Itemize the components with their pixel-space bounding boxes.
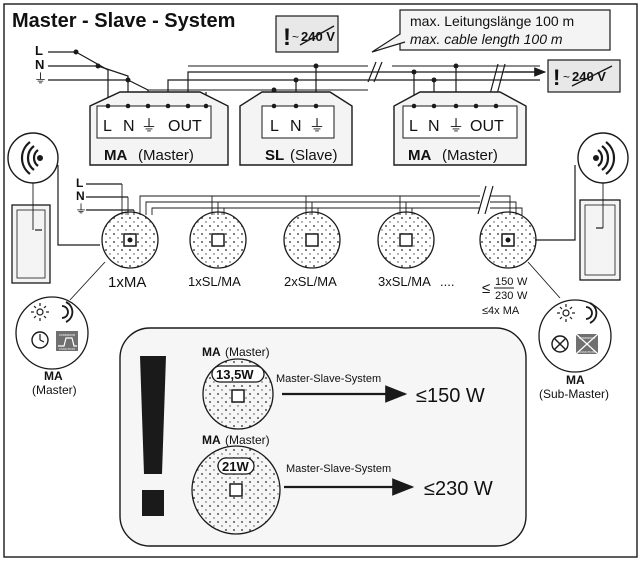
lamp-bus-wires — [86, 183, 523, 215]
limit-unit-bottom: W — [517, 290, 528, 302]
module-slave: L N ⏚ SL (Slave) — [239, 91, 353, 166]
le-symbol: ≤ — [482, 280, 490, 297]
lamp-4 — [377, 211, 435, 269]
module-code: MA — [104, 147, 127, 164]
submaster-settings-panel: CORRIDOR FUNCTION MA (Sub-Master) — [527, 261, 612, 401]
terminal-n: N — [290, 118, 302, 135]
module-code: SL — [265, 147, 284, 164]
example-2-power: 21W — [222, 459, 249, 474]
lamp-label-1: 1xMA — [108, 274, 146, 291]
corridor-text-1: CORRIDOR — [579, 336, 596, 340]
lamp-3 — [283, 211, 341, 269]
module-role: (Master) — [138, 147, 194, 164]
example-2: MA (Master) 21W Master-Slave-System ≤230… — [191, 433, 493, 535]
master-settings-panel: CORRIDOR FUNCTION MA (Master) — [15, 261, 106, 397]
door-icon — [579, 199, 621, 281]
door-icon — [11, 204, 51, 284]
example-2-role: (Master) — [225, 433, 270, 447]
submaster-code: MA — [566, 373, 585, 387]
ellipsis-label: .... — [440, 274, 454, 289]
example-1-power: 13,5W — [216, 367, 254, 382]
lamp-label-3: 2xSL/MA — [284, 274, 337, 289]
terminal-l: L — [409, 118, 418, 135]
tilde-label: ~ — [292, 30, 299, 44]
master-code: MA — [44, 369, 63, 383]
lamp-bus-l-label: L — [76, 176, 83, 190]
limit-unit-top: W — [517, 276, 528, 288]
examples-panel — [119, 327, 527, 547]
brightness-icon — [557, 304, 575, 322]
right-sensor-group — [535, 132, 629, 281]
example-1-system: Master-Slave-System — [276, 373, 381, 385]
terminal-out: OUT — [168, 118, 202, 135]
voltage-warning-top: ! ~ 240 V — [275, 15, 339, 53]
lamp-label-2: 1xSL/MA — [188, 274, 241, 289]
limit-numerator: 150 — [495, 276, 513, 288]
terminal-n: N — [123, 118, 135, 135]
terminal-earth-icon: ⏚ — [309, 117, 325, 135]
left-sensor-group — [7, 132, 100, 284]
lamp-label-4: 3xSL/MA — [378, 274, 431, 289]
lamp-1 — [101, 211, 159, 269]
module-master-right: L N ⏚ OUT MA (Master) — [393, 91, 527, 166]
corridor-text-2: FUNCTION — [579, 350, 595, 354]
timer-icon — [31, 331, 49, 349]
outer-frame — [3, 3, 638, 558]
limit-denominator: 230 — [495, 290, 513, 302]
example-1-limit: ≤150 W — [416, 385, 485, 407]
voltage-warning-right: ! ~ 240 V — [547, 59, 621, 93]
cable-note-de: max. Leitungslänge 100 m — [410, 13, 574, 29]
mains-l-label: L — [35, 43, 43, 58]
big-exclamation-icon — [140, 356, 166, 516]
cable-note-en: max. cable length 100 m — [410, 31, 563, 47]
earth-icon: ⏚ — [34, 71, 47, 86]
example-1: MA (Master) 13,5W Master-Slave-System ≤1… — [202, 345, 485, 430]
brightness-icon — [31, 303, 49, 321]
cable-length-note: max. Leitungslänge 100 m max. cable leng… — [371, 9, 611, 53]
module-code: MA — [408, 147, 431, 164]
corridor-text-1: CORRIDOR — [59, 333, 76, 337]
terminal-out: OUT — [470, 118, 504, 135]
max-master-label: ≤4x MA — [482, 305, 520, 317]
earth-icon: ⏚ — [75, 202, 87, 216]
diagram-title: Master - Slave - System — [12, 10, 235, 32]
tilde-label: ~ — [563, 70, 570, 84]
junction-dots — [73, 49, 459, 93]
terminal-earth-icon: ⏚ — [448, 117, 464, 135]
lamp-2 — [189, 211, 247, 269]
terminal-n: N — [428, 118, 440, 135]
strike-icon — [571, 65, 613, 87]
mains-n-label: N — [35, 57, 44, 72]
module-role: (Master) — [442, 147, 498, 164]
terminal-l: L — [270, 118, 279, 135]
exclamation-mark-icon: ! — [553, 65, 560, 90]
corridor-text-2: FUNCTION — [59, 347, 75, 351]
sensor-range-icon — [61, 301, 74, 323]
master-role: (Master) — [32, 383, 77, 397]
exclamation-mark-icon: ! — [283, 24, 291, 51]
module-master-left: L N ⏚ OUT MA (Master) — [89, 91, 229, 166]
example-2-code: MA — [202, 433, 221, 447]
strike-icon — [299, 25, 335, 46]
example-1-code: MA — [202, 345, 221, 359]
terminal-l: L — [103, 118, 112, 135]
terminal-earth-icon: ⏚ — [141, 117, 157, 135]
limits: ≤ 150 230 W W ≤4x MA — [482, 276, 528, 317]
example-2-system: Master-Slave-System — [286, 463, 391, 475]
lamp-bus-n-label: N — [76, 189, 85, 203]
timer-disabled-icon — [551, 335, 569, 353]
module-role: (Slave) — [290, 147, 338, 164]
submaster-role: (Sub-Master) — [539, 387, 609, 401]
example-1-role: (Master) — [225, 345, 270, 359]
example-2-limit: ≤230 W — [424, 478, 493, 500]
sensor-range-icon — [585, 302, 598, 324]
lamp-5 — [479, 211, 537, 269]
